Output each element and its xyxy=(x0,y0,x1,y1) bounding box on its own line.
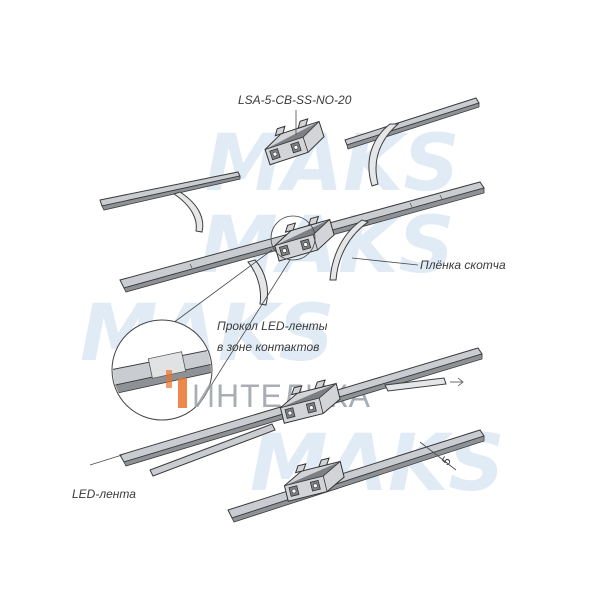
tape-film-4 xyxy=(329,219,370,281)
tape-film-5 xyxy=(384,377,447,392)
puncture-point xyxy=(166,370,172,388)
connector-model-label: LSA-5-CB-SS-NO-20 xyxy=(238,93,352,107)
puncture-label-line2: в зоне контактов xyxy=(217,340,319,354)
tape-film-label: Плёнка скотча xyxy=(420,258,506,272)
watermark-logo-1: MAKS xyxy=(205,119,460,209)
row-2-joined xyxy=(119,181,485,306)
brand-mark xyxy=(178,378,187,408)
row-3-insertion xyxy=(119,347,483,477)
watermark-logo-2: MAKS xyxy=(200,201,455,291)
row-4-assembled: 5 xyxy=(227,429,485,523)
led-tape-label: LED-лента xyxy=(72,487,136,501)
tape-film-2 xyxy=(368,123,400,187)
tape-film-1 xyxy=(172,191,204,233)
row-1-separated xyxy=(99,97,480,233)
tape-film-3 xyxy=(247,259,269,306)
puncture-label-line1: Прокол LED-ленты xyxy=(217,319,328,333)
